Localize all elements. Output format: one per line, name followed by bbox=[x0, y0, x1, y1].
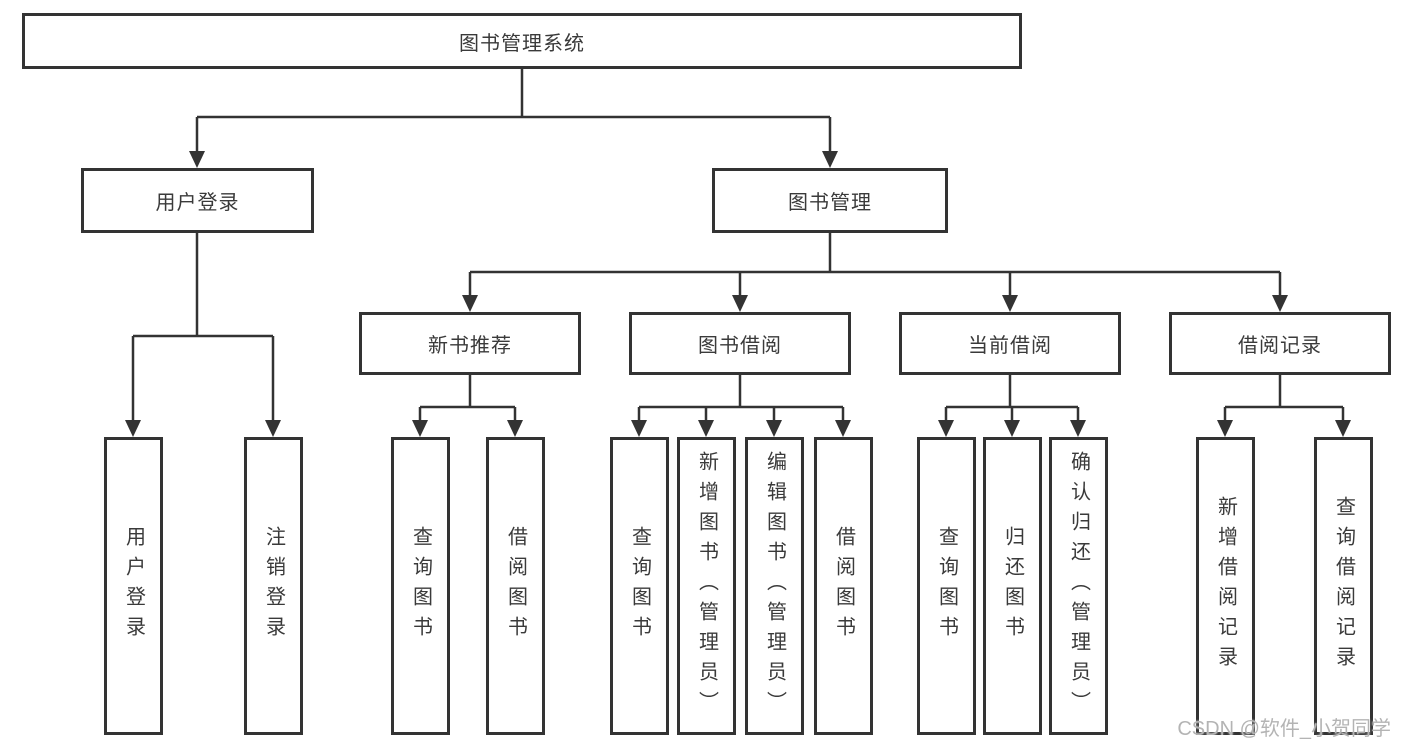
node-leaf-confirm-return-admin: 确认归还（管理员） bbox=[1049, 437, 1108, 735]
arrowhead bbox=[462, 295, 478, 312]
node-library-system-label: 图书管理系统 bbox=[459, 32, 585, 55]
arrowhead bbox=[1217, 420, 1233, 437]
node-leaf-return-book: 归还图书 bbox=[983, 437, 1042, 735]
arrowhead bbox=[189, 151, 205, 168]
node-leaf-add-book-admin: 新增图书（管理员） bbox=[677, 437, 736, 735]
node-leaf-query-book-3-label: 查询图书 bbox=[935, 526, 958, 646]
node-leaf-add-borrow-record-label: 新增借阅记录 bbox=[1214, 496, 1237, 676]
node-user-login: 用户登录 bbox=[81, 168, 314, 233]
arrowhead bbox=[766, 420, 782, 437]
connector-root bbox=[189, 69, 838, 168]
node-borrow-records: 借阅记录 bbox=[1169, 312, 1391, 375]
node-leaf-edit-book-admin-label: 编辑图书（管理员） bbox=[763, 451, 786, 721]
node-book-borrow: 图书借阅 bbox=[629, 312, 851, 375]
connector-book-management bbox=[462, 233, 1288, 312]
node-new-book-recommend: 新书推荐 bbox=[359, 312, 581, 375]
arrowhead bbox=[1272, 295, 1288, 312]
connector-book-borrow bbox=[631, 375, 851, 437]
arrowhead bbox=[822, 151, 838, 168]
node-leaf-logout-label: 注销登录 bbox=[262, 526, 285, 646]
node-leaf-query-borrow-record: 查询借阅记录 bbox=[1314, 437, 1373, 735]
node-leaf-confirm-return-admin-label: 确认归还（管理员） bbox=[1067, 451, 1090, 721]
node-leaf-borrow-book-1: 借阅图书 bbox=[486, 437, 545, 735]
connector-new-book-recommend bbox=[412, 375, 523, 437]
node-leaf-query-book-1-label: 查询图书 bbox=[409, 526, 432, 646]
node-leaf-query-book-2-label: 查询图书 bbox=[628, 526, 651, 646]
node-user-login-label: 用户登录 bbox=[155, 192, 240, 214]
node-book-borrow-label: 图书借阅 bbox=[698, 335, 782, 357]
node-leaf-edit-book-admin: 编辑图书（管理员） bbox=[745, 437, 804, 735]
node-leaf-borrow-book-1-label: 借阅图书 bbox=[504, 526, 527, 646]
arrowhead bbox=[835, 420, 851, 437]
node-book-management-label: 图书管理 bbox=[788, 192, 872, 214]
node-leaf-query-book-3: 查询图书 bbox=[917, 437, 976, 735]
arrowhead bbox=[1002, 295, 1018, 312]
node-leaf-query-book-1: 查询图书 bbox=[391, 437, 450, 735]
watermark: CSDN @软件_小贺同学 bbox=[1177, 718, 1391, 740]
node-leaf-query-book-2: 查询图书 bbox=[610, 437, 669, 735]
node-leaf-return-book-label: 归还图书 bbox=[1001, 526, 1024, 646]
arrowhead bbox=[1004, 420, 1020, 437]
arrowhead bbox=[1335, 420, 1351, 437]
arrowhead bbox=[631, 420, 647, 437]
node-book-management: 图书管理 bbox=[712, 168, 948, 233]
node-leaf-user-login: 用户登录 bbox=[104, 437, 163, 735]
arrowhead bbox=[125, 420, 141, 437]
node-leaf-user-login-label: 用户登录 bbox=[122, 526, 145, 646]
node-current-borrow-label: 当前借阅 bbox=[968, 335, 1052, 357]
node-current-borrow: 当前借阅 bbox=[899, 312, 1121, 375]
node-new-book-recommend-label: 新书推荐 bbox=[428, 335, 512, 357]
arrowhead bbox=[732, 295, 748, 312]
node-leaf-logout: 注销登录 bbox=[244, 437, 303, 735]
node-leaf-add-borrow-record: 新增借阅记录 bbox=[1196, 437, 1255, 735]
connector-user-login bbox=[125, 233, 281, 437]
arrowhead bbox=[412, 420, 428, 437]
arrowhead bbox=[698, 420, 714, 437]
connector-borrow-records bbox=[1217, 375, 1351, 437]
node-leaf-add-book-admin-label: 新增图书（管理员） bbox=[695, 451, 718, 721]
arrowhead bbox=[265, 420, 281, 437]
node-leaf-query-borrow-record-label: 查询借阅记录 bbox=[1332, 496, 1355, 676]
node-library-system: 图书管理系统 bbox=[22, 13, 1022, 69]
node-leaf-borrow-book-2-label: 借阅图书 bbox=[832, 526, 855, 646]
arrowhead bbox=[938, 420, 954, 437]
node-borrow-records-label: 借阅记录 bbox=[1238, 335, 1322, 357]
arrowhead bbox=[1070, 420, 1086, 437]
connector-current-borrow bbox=[938, 375, 1086, 437]
node-leaf-borrow-book-2: 借阅图书 bbox=[814, 437, 873, 735]
arrowhead bbox=[507, 420, 523, 437]
